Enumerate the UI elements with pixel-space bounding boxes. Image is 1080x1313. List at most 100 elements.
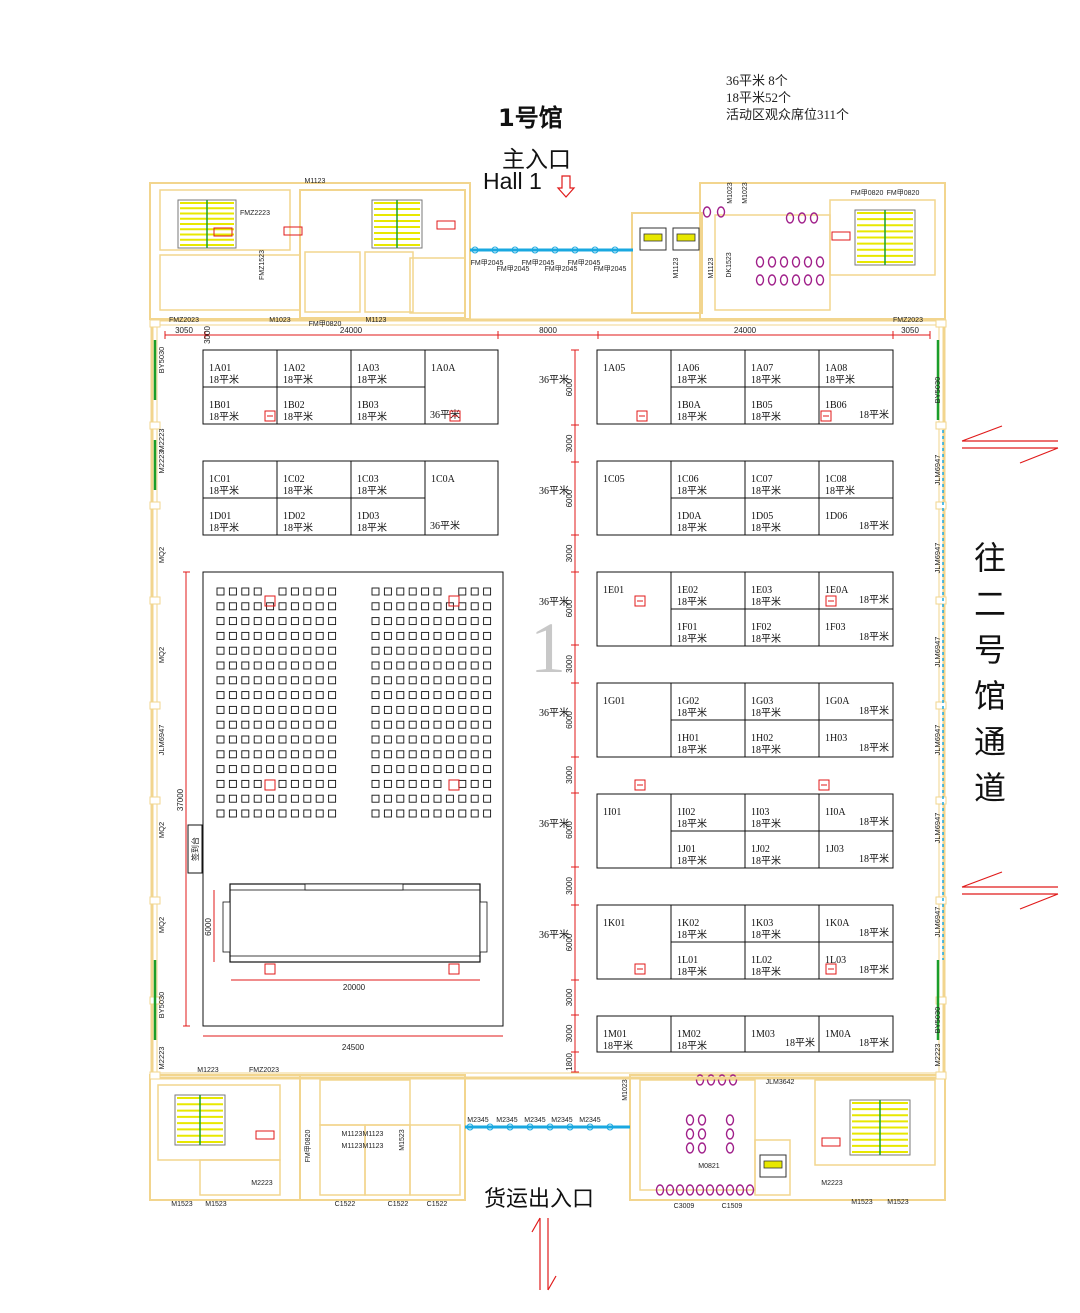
booth-size: 18平米 — [677, 706, 707, 719]
booth-size: 18平米 — [859, 1036, 889, 1049]
dimension-label: 3000 — [203, 326, 212, 344]
booth-code: 1C06 — [677, 474, 699, 485]
seat — [470, 646, 479, 655]
booth-summary: 36平米 8个 18平米52个 活动区观众席位311个 — [726, 72, 849, 123]
wall-label-bottom: M2345 — [551, 1117, 573, 1124]
column — [935, 501, 947, 510]
wall-label-bottom: M1523 — [399, 1129, 406, 1151]
booth-code: 1F03 — [825, 622, 846, 633]
seat — [228, 646, 237, 655]
fire-hydrant-marker — [264, 410, 276, 422]
seat — [278, 720, 287, 729]
seat — [396, 705, 405, 714]
seat — [458, 735, 467, 744]
booth-size: 18平米 — [859, 630, 889, 643]
seat — [371, 750, 380, 759]
seat — [470, 735, 479, 744]
seat — [421, 646, 430, 655]
seat — [383, 779, 392, 788]
wall-label-top: FM甲2045 — [471, 259, 504, 267]
seat — [303, 779, 312, 788]
booth-size: 18平米 — [677, 410, 707, 423]
wall-label-right: JLM6947 — [933, 813, 942, 844]
fire-hydrant-marker — [448, 963, 460, 975]
seat — [371, 587, 380, 596]
seat — [328, 646, 337, 655]
seat — [266, 735, 275, 744]
booth-code: 1E02 — [677, 585, 698, 596]
booth-size: 18平米 — [859, 741, 889, 754]
booth-outline — [744, 941, 820, 980]
booth-code: 1B05 — [751, 400, 773, 411]
booth-outline — [818, 830, 894, 869]
booth-size: 18平米 — [825, 373, 855, 386]
dimension-label: 3000 — [565, 434, 574, 452]
hall-number-watermark: 1 — [530, 608, 566, 688]
booth-size: 18平米 — [677, 521, 707, 534]
seat — [266, 691, 275, 700]
seat — [383, 691, 392, 700]
toilet-icon — [655, 1184, 755, 1196]
seat — [408, 661, 417, 670]
booth-code: 1I03 — [751, 807, 769, 818]
seat — [433, 705, 442, 714]
seat — [433, 691, 442, 700]
column — [149, 421, 161, 430]
sign-in-desk-label: 签到台 — [190, 837, 200, 861]
seat — [396, 617, 405, 626]
seat — [458, 661, 467, 670]
booth-outline — [202, 497, 278, 536]
seat — [445, 676, 454, 685]
wall-label-right: JLM6947 — [933, 725, 942, 756]
service-room — [299, 189, 466, 319]
booth-size: 18平米 — [751, 965, 781, 978]
seat — [266, 765, 275, 774]
booth-size: 18平米 — [603, 1039, 633, 1052]
booth-size: 18平米 — [677, 743, 707, 756]
booth-size: 18平米 — [677, 965, 707, 978]
wall-label-bottom: M2345 — [524, 1117, 546, 1124]
seat — [408, 809, 417, 818]
seat — [266, 631, 275, 640]
booth-size: 36平米 — [539, 928, 569, 941]
seat — [228, 691, 237, 700]
booth-code: 1K01 — [603, 918, 625, 929]
seat — [408, 646, 417, 655]
wall-label-bottom: M1223 — [197, 1067, 219, 1074]
booth-code: 1A02 — [283, 363, 305, 374]
service-room — [409, 1124, 461, 1196]
main-entrance-label: 主入口 — [502, 147, 571, 173]
booth-size: 18平米 — [357, 373, 387, 386]
seat — [328, 602, 337, 611]
seat — [241, 750, 250, 759]
seat — [371, 779, 380, 788]
seat — [241, 705, 250, 714]
fire-hydrant-marker — [825, 963, 837, 975]
column — [935, 421, 947, 430]
wall-label-top: M1123 — [673, 257, 680, 278]
seat — [445, 705, 454, 714]
seat — [216, 809, 225, 818]
booth-outline — [818, 349, 894, 388]
seat — [421, 602, 430, 611]
seat — [371, 646, 380, 655]
booth-code: 1G02 — [677, 696, 699, 707]
